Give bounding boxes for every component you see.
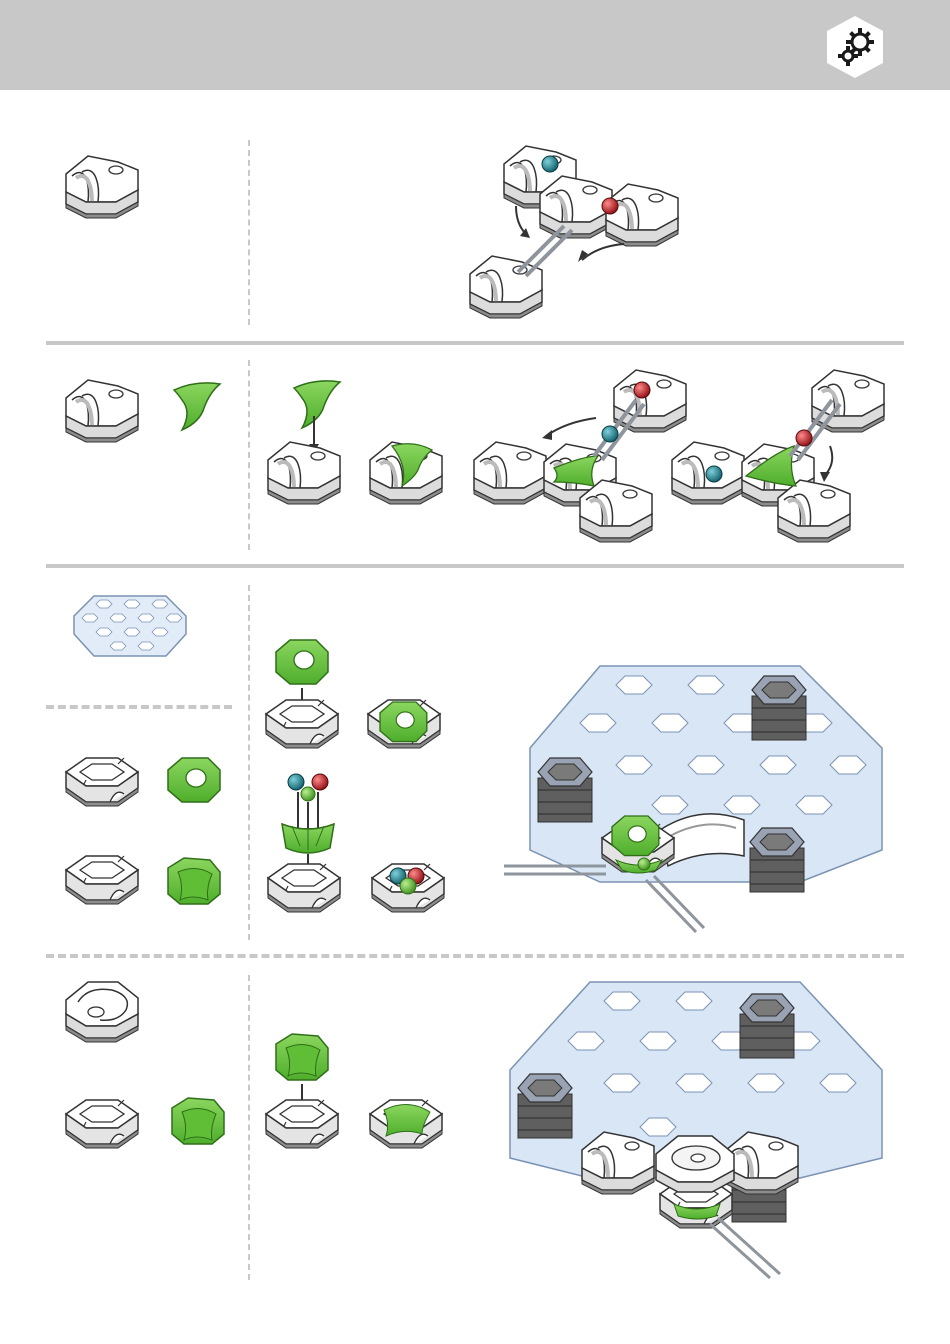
support-stack xyxy=(538,758,592,822)
green-switch-insert xyxy=(170,382,224,434)
teal-marble xyxy=(706,466,722,482)
hex-frame-tile xyxy=(66,852,142,908)
support-stack xyxy=(518,1074,572,1138)
transparent-base-plate xyxy=(66,590,190,662)
red-marble xyxy=(602,198,618,214)
hex-frame-tile xyxy=(66,1096,142,1152)
header-bar xyxy=(0,0,950,90)
teal-marble xyxy=(542,156,558,172)
teal-marble xyxy=(288,774,304,790)
red-marble xyxy=(312,774,328,790)
rail-track xyxy=(710,1218,780,1278)
tube-insert-step xyxy=(264,640,444,756)
gears-icon xyxy=(826,16,884,78)
switch-insert-assembly-step xyxy=(266,380,446,506)
left-column-divider xyxy=(46,705,232,709)
green-marble xyxy=(301,787,315,801)
switch-assembly-teal xyxy=(472,370,692,546)
bowl-tile xyxy=(656,1136,734,1192)
elevated-plate-assembly-a xyxy=(500,660,890,936)
column-divider-3 xyxy=(248,585,250,940)
support-stack xyxy=(740,994,794,1058)
teal-marble xyxy=(602,426,618,442)
red-marble xyxy=(634,382,650,398)
section-divider-1 xyxy=(46,341,904,345)
green-funnel-insert xyxy=(168,858,224,906)
arrow-curve-left xyxy=(516,206,526,234)
arrow-curve-right xyxy=(582,244,624,260)
column-divider-2 xyxy=(248,360,250,550)
red-marble xyxy=(796,430,812,446)
arrow-curve-left xyxy=(546,418,596,436)
curve-tile xyxy=(66,380,142,446)
hex-frame-tile xyxy=(66,754,142,810)
support-stack xyxy=(752,676,806,740)
curve-tile xyxy=(66,156,142,222)
cup-insert-step xyxy=(264,1034,444,1156)
bowl-tile xyxy=(66,982,142,1044)
curve-tile-rail-assembly xyxy=(468,140,688,322)
section-divider-3 xyxy=(46,954,904,958)
column-divider-1 xyxy=(248,140,250,325)
elevated-plate-assembly-b xyxy=(500,978,890,1282)
funnel-insert-step xyxy=(264,770,464,920)
green-cup-insert xyxy=(172,1098,228,1148)
column-divider-4 xyxy=(248,975,250,1280)
arrow-curve-down xyxy=(826,446,832,474)
support-stack xyxy=(750,828,804,892)
section-divider-2 xyxy=(46,564,904,568)
switch-assembly-red xyxy=(670,370,890,546)
green-tube-insert xyxy=(168,758,224,806)
